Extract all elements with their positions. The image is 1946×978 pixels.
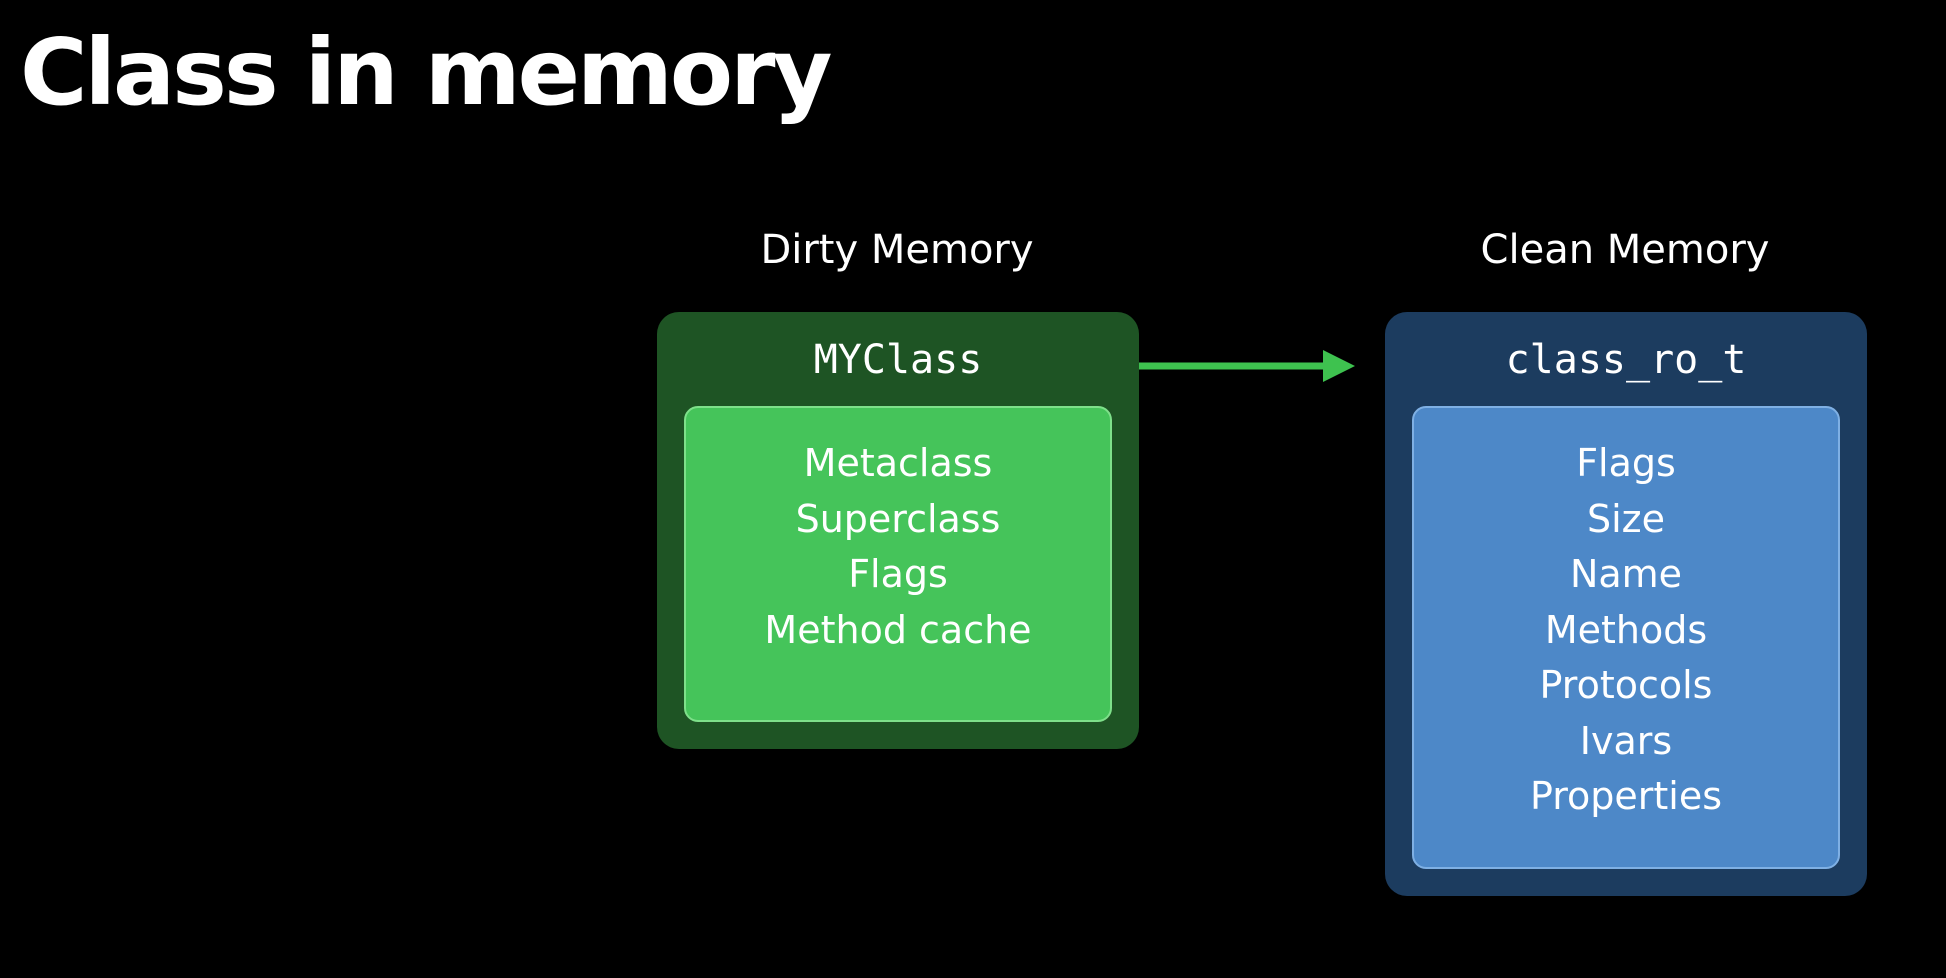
class-ro-t-field: Flags [1576, 441, 1676, 485]
myclass-field: Method cache [764, 607, 1032, 652]
class-ro-t-field-list: Flags Size Name Methods Protocols Ivars … [1414, 436, 1838, 825]
slide-title: Class in memory [20, 19, 832, 126]
myclass-box: MYClass Metaclass Superclass Flags Metho… [657, 312, 1139, 749]
class-ro-t-box: class_ro_t Flags Size Name Methods Proto… [1385, 312, 1867, 896]
class-ro-t-field: Protocols [1539, 663, 1713, 707]
class-ro-t-field: Size [1586, 496, 1665, 541]
class-ro-t-field: Name [1569, 552, 1683, 596]
clean-memory-heading: Clean Memory [1480, 227, 1770, 273]
class-ro-t-fields-panel: Flags Size Name Methods Protocols Ivars … [1412, 406, 1840, 869]
arrow-head [1323, 350, 1355, 382]
myclass-fields-panel: Metaclass Superclass Flags Method cache [684, 406, 1112, 722]
myclass-field: Superclass [795, 496, 1001, 541]
myclass-field: Metaclass [803, 441, 993, 485]
dirty-memory-heading: Dirty Memory [760, 227, 1034, 273]
myclass-field-list: Metaclass Superclass Flags Method cache [686, 436, 1110, 658]
arrow-right-icon [1139, 350, 1355, 382]
class-ro-t-field: Methods [1544, 607, 1708, 652]
myclass-box-title: MYClass [813, 337, 983, 383]
class-ro-t-field: Ivars [1579, 718, 1673, 763]
myclass-field: Flags [848, 552, 948, 596]
class-ro-t-field: Properties [1529, 774, 1723, 818]
class-ro-t-box-title: class_ro_t [1505, 337, 1747, 383]
